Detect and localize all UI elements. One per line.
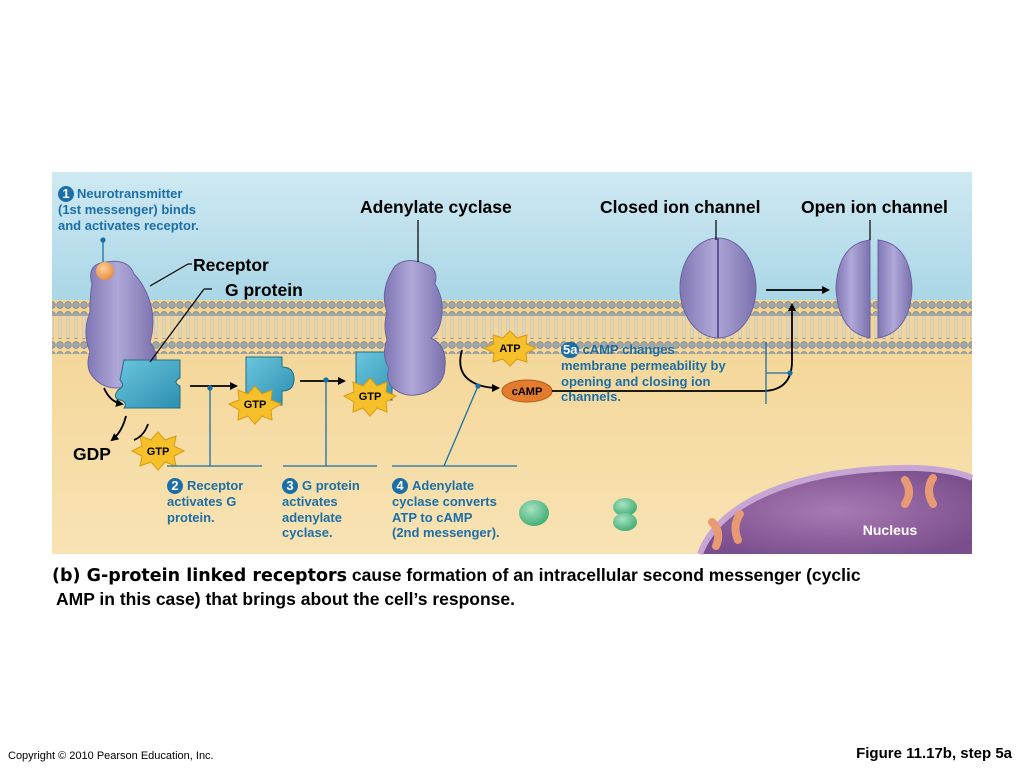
extracellular-space	[52, 172, 972, 302]
gtp-label: GTP	[244, 399, 267, 411]
neurotransmitter-icon	[96, 262, 114, 280]
open-ion-channel	[835, 239, 913, 339]
figure-number: Figure 11.17b, step 5a	[856, 745, 1012, 762]
green-particle-icon	[613, 498, 637, 531]
closed-ion-channel-label: Closed ion channel	[600, 197, 761, 217]
g-protein-bound	[114, 359, 181, 409]
step-2-number-badge: 2	[167, 478, 183, 494]
figure-caption-line-2: AMP in this case) that brings about the …	[56, 589, 515, 609]
step-5a-number-badge: 5a	[561, 342, 580, 358]
figure-caption-line-1: (b) G-protein linked receptors cause for…	[52, 565, 861, 586]
step-4-number-badge: 4	[392, 478, 408, 494]
open-ion-channel-label: Open ion channel	[801, 197, 948, 217]
g-protein-label: G protein	[225, 280, 303, 300]
gtp-label: GTP	[359, 391, 382, 403]
gtp-star-icon	[130, 431, 186, 471]
gtp-label: GTP	[147, 446, 170, 458]
step-3-number-badge: 3	[282, 478, 298, 494]
closed-ion-channel	[679, 237, 757, 339]
copyright-text: Copyright © 2010 Pearson Education, Inc.	[8, 750, 214, 762]
adenylate-cyclase-label: Adenylate cyclase	[360, 197, 512, 217]
nuclear-pore-icon	[708, 510, 744, 550]
gtp-star-icon	[227, 385, 283, 425]
camp-label: cAMP	[512, 386, 543, 398]
nuclear-pore-icon	[901, 474, 937, 508]
step-1-number-badge: 1	[58, 186, 74, 202]
green-particle-icon	[519, 500, 549, 526]
nucleus	[697, 464, 974, 556]
receptor-label: Receptor	[193, 255, 269, 275]
label-leader-lines	[149, 220, 871, 363]
step-pointer-lines	[100, 237, 793, 467]
caption-title: (b) G-protein linked receptors	[52, 566, 348, 586]
gtp-star-icon	[342, 377, 398, 417]
nucleus-label: Nucleus	[863, 522, 918, 538]
pathway-arrows	[103, 286, 830, 442]
atp-label: ATP	[499, 343, 520, 355]
caption-text: cause formation of an intracellular seco…	[347, 565, 861, 585]
gdp-label: GDP	[73, 444, 111, 464]
adenylate-cyclase-protein	[383, 260, 446, 396]
atp-star-icon	[482, 330, 538, 367]
